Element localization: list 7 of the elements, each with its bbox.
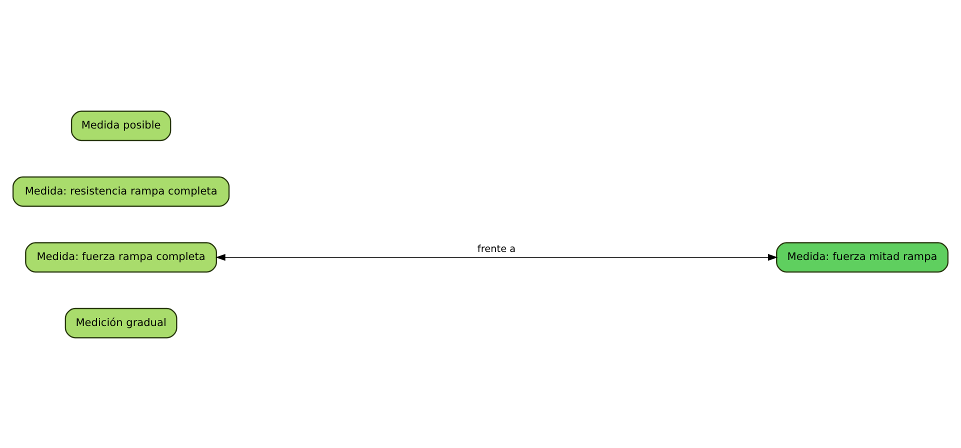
edge-label: frente a (477, 244, 516, 255)
node-box: Medida: fuerza mitad rampa (776, 242, 949, 272)
arrow (216, 253, 778, 260)
node-box: Medida posible (70, 110, 172, 141)
node-box: Medición gradual (64, 307, 178, 338)
node-box: Medida: resistencia rampa completa (12, 176, 230, 206)
node-box: Medida: fuerza rampa completa (25, 242, 218, 272)
